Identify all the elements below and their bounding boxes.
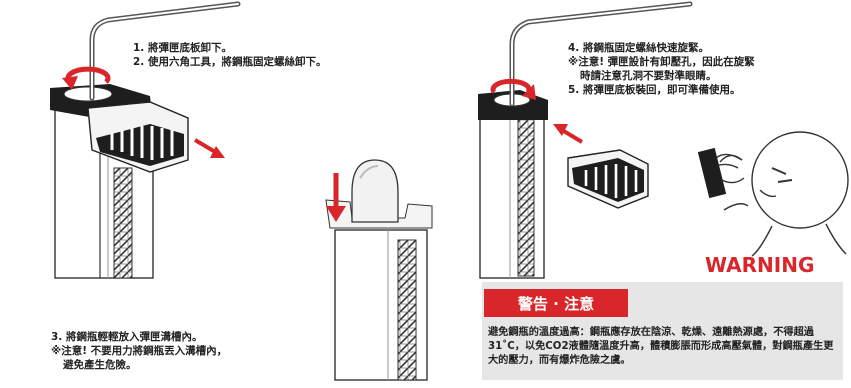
steps-4-5: 4. 將鋼瓶固定螺絲快速旋緊。 ※注意! 彈匣設計有卸壓孔，因此在旋緊 時請注意…	[568, 41, 755, 97]
step-4-caution-cont: 時請注意孔洞不要對準眼睛。	[580, 70, 717, 82]
step-3: 3. 將鋼瓶輕輕放入彈匣溝槽內。	[51, 331, 203, 343]
steps-3: 3. 將鋼瓶輕輕放入彈匣溝槽內。 ※注意! 不要用力將鋼瓶丟入溝槽內， 避免產生…	[51, 330, 227, 372]
step-1: 1. 將彈匣底板卸下。	[133, 42, 232, 54]
direction-arrow-icon	[553, 124, 584, 144]
step-2: 2. 使用六角工具，將鋼瓶固定螺絲卸下。	[133, 56, 327, 68]
warning-label: WARNING	[705, 253, 815, 277]
rotate-arrow-icon	[490, 78, 536, 100]
steps-1-2: 1. 將彈匣底板卸下。 2. 使用六角工具，將鋼瓶固定螺絲卸下。	[133, 41, 326, 69]
notice-body: 避免鋼瓶的溫度過高：鋼瓶應存放在陰涼、乾燥、遠離熱源處，不得超過31˚C，以免C…	[488, 327, 834, 366]
step-4: 4. 將鋼瓶固定螺絲快速旋緊。	[568, 42, 709, 54]
rotate-arrow-icon	[62, 66, 111, 90]
step-5: 5. 將彈匣底板裝回，即可準備使用。	[568, 84, 741, 96]
step-3-caution-cont: 避免產生危險。	[63, 359, 137, 371]
direction-arrow-icon	[193, 138, 225, 158]
warning-figure	[697, 131, 849, 257]
magazine-panel-1	[50, 1, 241, 279]
down-arrow-icon	[326, 173, 346, 222]
notice-title: 警告 · 注意	[484, 289, 628, 317]
step-3-caution: ※注意! 不要用力將鋼瓶丟入溝槽內，	[51, 345, 228, 357]
magazine-panel-3	[325, 159, 433, 381]
step-4-caution: ※注意! 彈匣設計有卸壓孔，因此在旋緊	[568, 56, 755, 68]
